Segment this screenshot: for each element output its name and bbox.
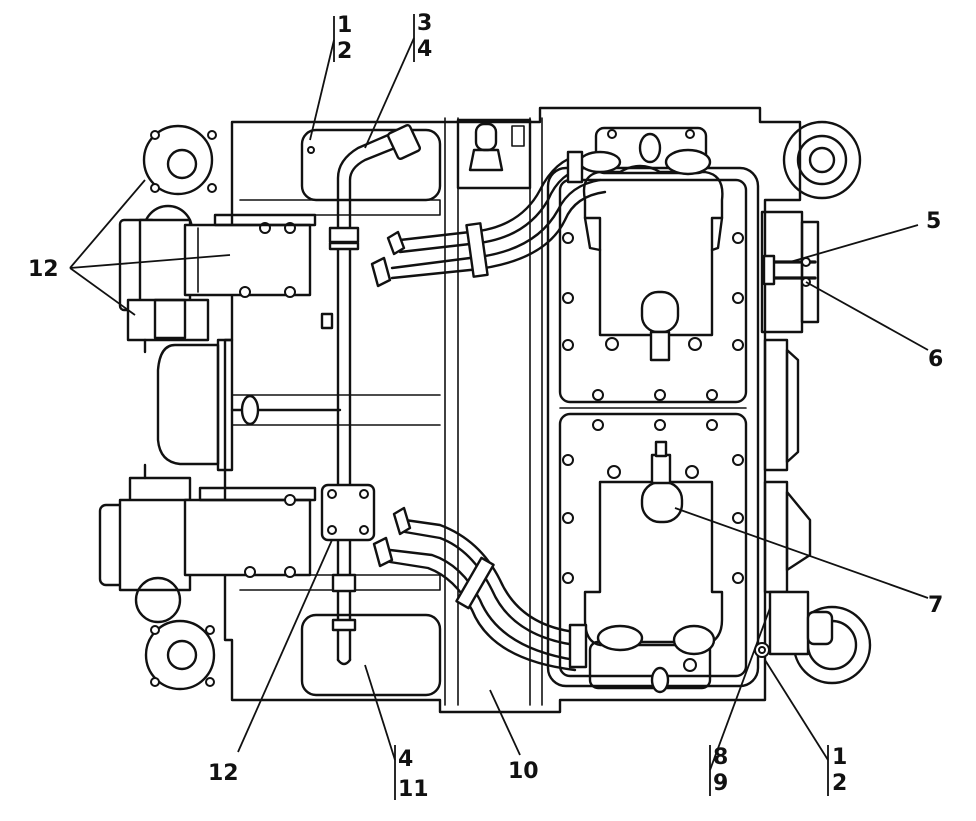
callout-12-left: 12 [28, 257, 59, 282]
lower-tank [300, 613, 442, 697]
upper-left-motor [118, 124, 317, 354]
callout-4-bottom: 4 [398, 747, 413, 772]
middle-left-housing [156, 338, 342, 472]
tensioner-assembly [760, 210, 820, 334]
lower-hose-bundle [372, 506, 577, 672]
callout-2-bottom: 2 [832, 771, 847, 796]
callout-2-top: 2 [337, 39, 352, 64]
callout-12-bottom: 12 [208, 761, 239, 786]
callout-9: 9 [713, 771, 728, 796]
callout-5: 5 [926, 209, 941, 234]
leader-lines [69, 14, 929, 800]
callout-3-top: 3 [417, 11, 432, 36]
lower-left-motor [98, 463, 317, 691]
callout-8: 8 [713, 745, 728, 770]
top-sensor-plate [456, 118, 532, 190]
callout-10: 10 [508, 759, 539, 784]
callout-11-bottom: 11 [398, 777, 429, 802]
callout-7: 7 [928, 593, 943, 618]
callout-1-top: 1 [337, 13, 352, 38]
callout-1-bottom: 1 [832, 745, 847, 770]
callout-4-top: 4 [417, 37, 432, 62]
lower-injector-body [568, 440, 724, 694]
lower-right-pulley [754, 590, 872, 685]
callout-6: 6 [928, 347, 943, 372]
upper-injector-body [566, 126, 724, 362]
valve-block [320, 483, 376, 542]
right-cylinder-block [546, 166, 760, 688]
callout-labels: 1 2 3 4 5 6 7 12 12 4 11 10 8 9 1 2 [28, 11, 943, 802]
upper-tank [300, 128, 442, 202]
upper-right-pulley [782, 120, 862, 200]
vertical-supply-pipe [320, 124, 422, 666]
